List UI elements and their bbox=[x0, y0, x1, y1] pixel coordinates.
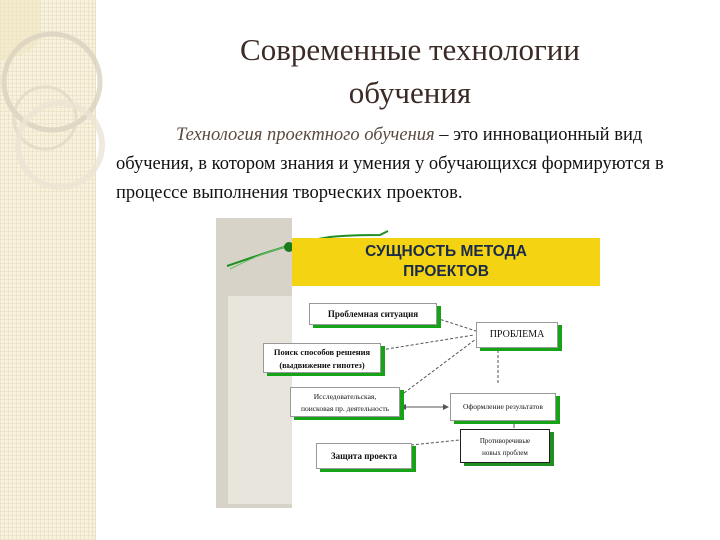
definition-paragraph: Технология проектного обучения – это инн… bbox=[116, 121, 706, 208]
left-decorative-strip bbox=[0, 0, 96, 540]
green-node-dot bbox=[284, 242, 294, 252]
green-swoosh-line bbox=[226, 230, 389, 267]
header-line-2: ПРОЕКТОВ bbox=[403, 263, 489, 280]
node-problem: ПРОБЛЕМА bbox=[476, 322, 558, 348]
node-results-formatting: Оформление результатов bbox=[450, 393, 556, 421]
node-new-problems-line-1: Противоречивые bbox=[479, 437, 531, 445]
node-problem-label: ПРОБЛЕМА bbox=[489, 329, 545, 340]
node-project-defense: Защита проекта bbox=[316, 443, 412, 469]
definition-text: – это инновационный вид обучения, в кото… bbox=[116, 125, 664, 203]
node-search-line-2: (выдвижение гипотез) bbox=[279, 360, 365, 370]
node-new-problems: Противоречивые новых проблем bbox=[460, 429, 550, 463]
node-search-methods: Поиск способов решения (выдвижение гипот… bbox=[263, 343, 381, 373]
definition-term: Технология проектного обучения bbox=[176, 125, 435, 145]
node-results-label: Оформление результатов bbox=[463, 402, 543, 411]
arrow-situation-to-problem bbox=[435, 317, 477, 332]
project-method-diagram: СУЩНОСТЬ МЕТОДА ПРОЕКТОВ Проблемная ситу… bbox=[210, 215, 610, 515]
node-research-line-1: Исследовательская, bbox=[313, 392, 377, 401]
node-problem-situation: Проблемная ситуация bbox=[309, 303, 437, 325]
title-line-2: обучения bbox=[348, 75, 472, 110]
diagram-header: СУЩНОСТЬ МЕТОДА ПРОЕКТОВ bbox=[292, 238, 600, 286]
node-research-activity: Исследовательская, поисковая пр. деятель… bbox=[290, 387, 400, 417]
node-new-problems-line-2: новых проблем bbox=[482, 449, 528, 457]
node-problem-situation-label: Проблемная ситуация bbox=[327, 309, 419, 319]
arrow-search-to-problem bbox=[380, 334, 475, 351]
diagram-gray-panel-inner bbox=[228, 296, 292, 504]
arrow-defense-to-new-problems bbox=[410, 439, 461, 446]
slide-title: Современные технологии обучения bbox=[150, 28, 670, 114]
arrow-research-to-problem bbox=[399, 338, 477, 397]
node-search-line-1: Поиск способов решения bbox=[273, 347, 371, 357]
header-line-1: СУЩНОСТЬ МЕТОДА bbox=[365, 243, 527, 260]
title-line-1: Современные технологии bbox=[240, 32, 580, 67]
node-research-line-2: поисковая пр. деятельность bbox=[300, 404, 390, 413]
node-defense-label: Защита проекта bbox=[330, 451, 398, 461]
